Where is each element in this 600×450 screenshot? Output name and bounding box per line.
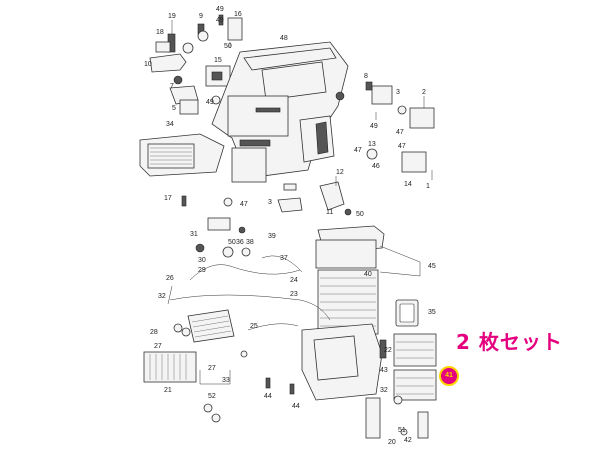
part-number: 47 [396, 129, 404, 136]
part-number: 42 [404, 437, 412, 444]
part-number: 18 [156, 29, 164, 36]
part-number: 14 [404, 181, 412, 188]
part-number: 9 [199, 13, 203, 20]
part-number: 7 [170, 83, 174, 90]
part-27-heater-core [187, 309, 235, 343]
part-number: 20 [388, 439, 396, 446]
part-number: 21 [164, 387, 172, 394]
part-group-mid-left [181, 183, 303, 234]
part-number: 50 [228, 239, 236, 246]
part-group-top-left [149, 14, 243, 105]
part-number: 44 [264, 393, 272, 400]
part-number: 10 [144, 61, 152, 68]
part-number: 47 [398, 143, 406, 150]
part-number: 51 [398, 427, 406, 434]
part-number: 49 [216, 6, 224, 13]
actuators-right [365, 81, 435, 180]
part-number: 43 [380, 367, 388, 374]
part-number: 3 [396, 89, 400, 96]
part-number: 23 [290, 291, 298, 298]
part-number: 40 [364, 271, 372, 278]
part-number: 25 [250, 323, 258, 330]
part-34-intake-grille [139, 133, 225, 177]
part-number: 34 [166, 121, 174, 128]
part-number: 49 [206, 99, 214, 106]
part-number: 24 [290, 277, 298, 284]
part-number: 2 [422, 89, 426, 96]
part-number: 33 [222, 377, 230, 384]
part-number: 49 [216, 17, 224, 24]
part-number: 29 [198, 267, 206, 274]
part-number: 27 [208, 365, 216, 372]
part-number: 13 [368, 141, 376, 148]
part-number: 46 [372, 163, 380, 170]
part-number: 47 [240, 201, 248, 208]
part-number: 50 [224, 43, 232, 50]
part-number: 32 [380, 387, 388, 394]
part-number: 30 [198, 257, 206, 264]
part-group-bottom [167, 285, 408, 436]
highlighted-part-badge: 41 [439, 366, 459, 386]
part-number: 50 [356, 211, 364, 218]
part-40-evaporator [315, 225, 421, 335]
refrigerant-pipes [169, 243, 331, 331]
part-number-labels: 19 9 49 49 16 10 50 48 18 15 7 49 5 34 8… [144, 6, 436, 446]
part-number: 3 [268, 199, 272, 206]
part-number: 22 [384, 347, 392, 354]
part-12-sensor [319, 176, 352, 216]
part-number: 15 [214, 57, 222, 64]
part-number: 49 [370, 123, 378, 130]
part-number: 31 [190, 231, 198, 238]
part-number: 1 [426, 183, 430, 190]
part-number: 36 [236, 239, 244, 246]
part-number: 5 [172, 105, 176, 112]
part-41-cabin-filters [393, 333, 437, 401]
hvac-housing [211, 41, 349, 183]
part-number: 39 [268, 233, 276, 240]
lower-housing [301, 323, 429, 439]
part-number: 37 [280, 255, 288, 262]
part-number: 52 [208, 393, 216, 400]
part-number: 8 [364, 73, 368, 80]
part-number: 11 [326, 209, 333, 216]
part-number: 28 [150, 329, 158, 336]
part-number: 47 [354, 147, 362, 154]
set-of-two-label: 2 枚セット [456, 330, 563, 354]
part-number: 38 [246, 239, 254, 246]
part-number: 16 [234, 11, 242, 18]
part-number: 48 [280, 35, 288, 42]
part-number: 45 [428, 263, 436, 270]
part-21-aux-heater [143, 351, 197, 383]
part-15-bracket [179, 65, 231, 115]
part-35-filter-frame [395, 299, 419, 327]
part-number: 26 [166, 275, 174, 282]
part-number: 35 [428, 309, 436, 316]
part-number: 12 [336, 169, 344, 176]
part-number: 32 [158, 293, 166, 300]
part-number: 19 [168, 13, 176, 20]
part-number: 27 [154, 343, 162, 350]
part-number: 17 [164, 195, 172, 202]
part-number: 44 [292, 403, 300, 410]
